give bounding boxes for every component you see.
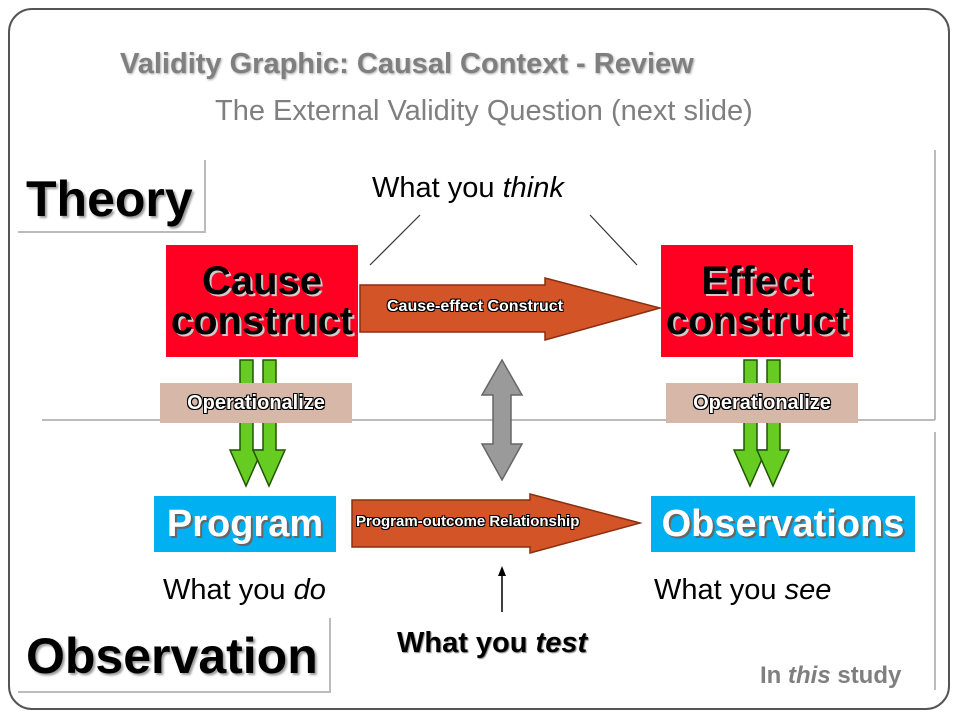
- slide-frame: [8, 8, 950, 710]
- left-green-arrow: [228, 359, 287, 488]
- slide-title: Validity Graphic: Causal Context - Revie…: [120, 48, 694, 80]
- cause-construct-line2: construct: [170, 299, 354, 343]
- effect-construct-line2: construct: [665, 299, 849, 343]
- observation-label-frame: [18, 618, 331, 693]
- think-line-right: [589, 214, 638, 266]
- right-green-arrow: [732, 359, 791, 488]
- cause-construct-box: Cause construct: [166, 245, 358, 357]
- slide-subtitle: The External Validity Question (next sli…: [215, 95, 753, 127]
- observation-label: Observation: [26, 628, 318, 684]
- test-pointer-head: [498, 566, 506, 576]
- cause-effect-arrow-shape: [359, 277, 663, 341]
- cause-construct-line1: Cause: [201, 259, 323, 303]
- effect-construct-box: Effect construct: [661, 245, 853, 357]
- double-arrow-shape: [480, 358, 524, 482]
- operationalize-left-tag: Operationalize: [160, 383, 352, 423]
- program-outcome-arrow-shape: [351, 493, 643, 554]
- study-caption: In this study: [760, 662, 902, 689]
- do-caption: What you do: [163, 574, 326, 606]
- program-box: Program: [154, 496, 336, 552]
- see-caption: What you see: [654, 574, 832, 606]
- test-caption: What you test: [397, 627, 588, 659]
- operationalize-right-tag: Operationalize: [666, 383, 858, 423]
- theory-caption: What you think: [372, 172, 564, 204]
- program-outcome-arrow-label: Program-outcome Relationship: [356, 513, 580, 530]
- cause-effect-arrow-label: Cause-effect Construct: [387, 298, 564, 315]
- theory-label: Theory: [26, 171, 193, 227]
- observations-box: Observations: [651, 496, 915, 552]
- effect-construct-line1: Effect: [701, 259, 813, 303]
- theory-label-frame: [18, 160, 206, 233]
- think-line-left: [369, 214, 421, 266]
